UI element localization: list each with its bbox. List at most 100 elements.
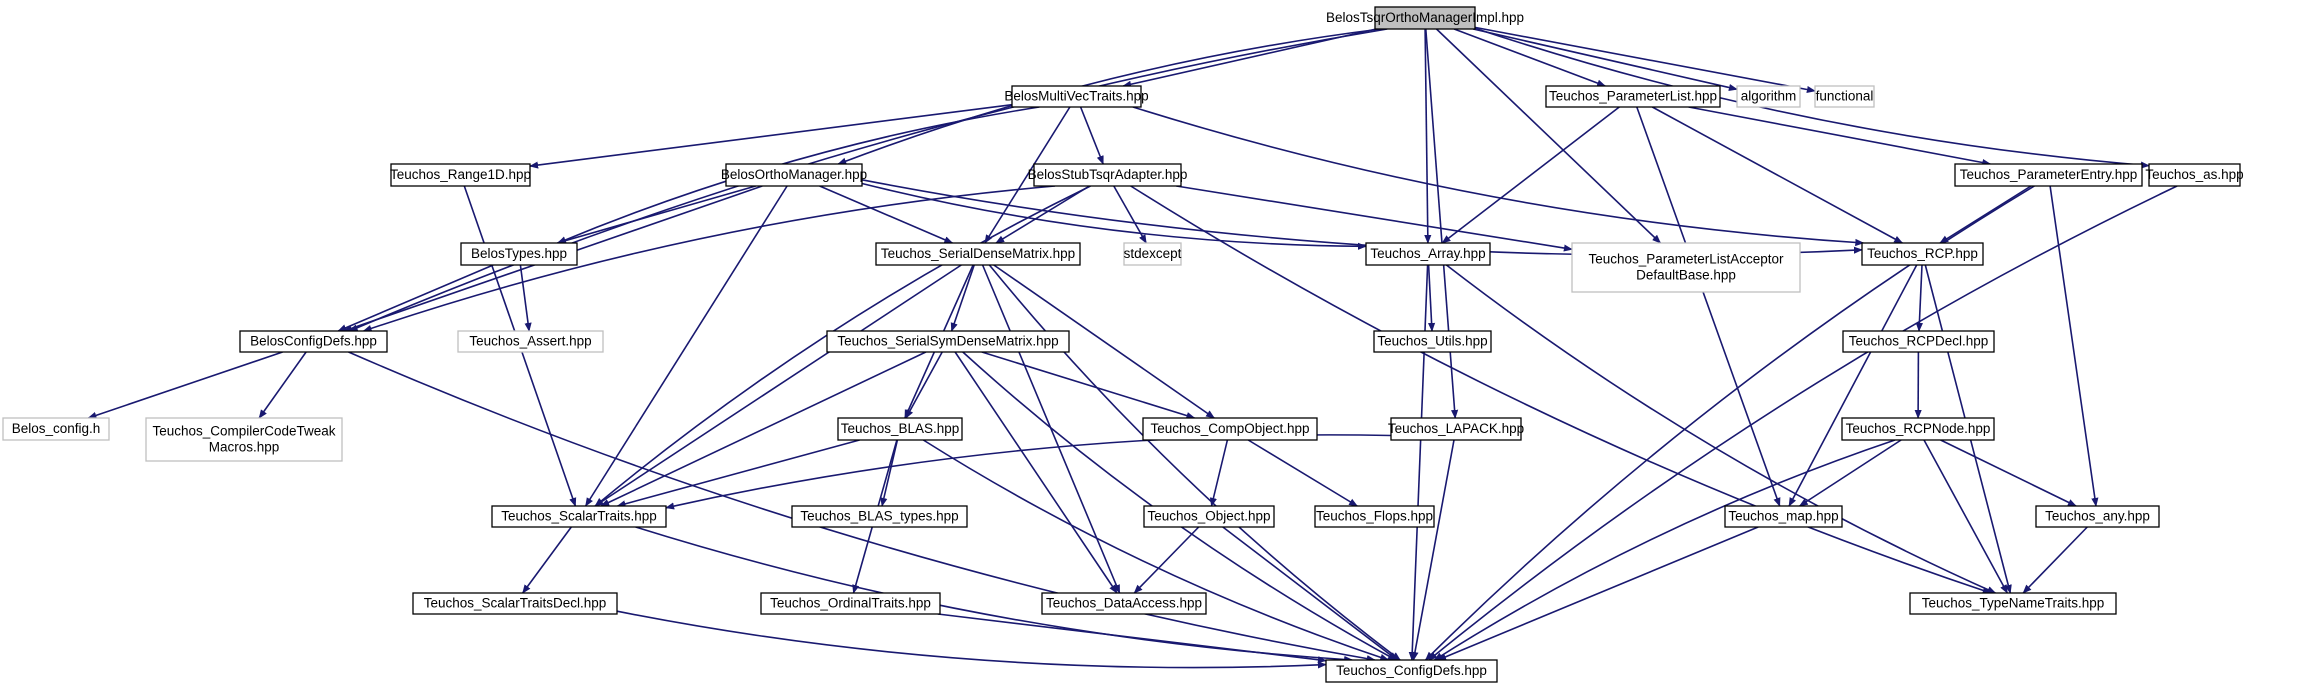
- node-box-flops: [1314, 505, 1435, 528]
- node-mvtraits[interactable]: BelosMultiVecTraits.hpp: [1004, 85, 1149, 108]
- node-utils[interactable]: Teuchos_Utils.hpp: [1373, 330, 1492, 353]
- node-box-ssdm: [826, 330, 1070, 353]
- node-box-configdefs: [239, 330, 388, 353]
- edge-rcpnode-to-map: [1798, 439, 1902, 507]
- node-compobj[interactable]: Teuchos_CompObject.hpp: [1142, 417, 1318, 441]
- node-rcp[interactable]: Teuchos_RCP.hpp: [1861, 242, 1984, 266]
- node-blas[interactable]: Teuchos_BLAS.hpp: [837, 417, 963, 441]
- node-configdefs[interactable]: BelosConfigDefs.hpp: [239, 330, 388, 353]
- node-any[interactable]: Teuchos_any.hpp: [2035, 505, 2160, 528]
- node-scalartraits[interactable]: Teuchos_ScalarTraits.hpp: [491, 505, 667, 528]
- node-label-rcp: Teuchos_RCP.hpp: [1867, 246, 1978, 261]
- node-box-cctweak: [145, 417, 343, 462]
- node-sdm[interactable]: Teuchos_SerialDenseMatrix.hpp: [875, 242, 1081, 266]
- node-label-range1d: Teuchos_Range1D.hpp: [390, 167, 531, 182]
- node-box-pentry: [1954, 163, 2143, 187]
- node-array[interactable]: Teuchos_Array.hpp: [1365, 242, 1491, 266]
- node-stdecl[interactable]: Teuchos_ScalarTraitsDecl.hpp: [412, 592, 618, 615]
- edge-rcp-to-rcpdecl: [1915, 264, 1923, 332]
- edge-compobj-to-object: [1209, 439, 1229, 507]
- edge-plist-to-map: [1636, 106, 1781, 507]
- node-range1d[interactable]: Teuchos_Range1D.hpp: [390, 163, 531, 187]
- edge-orthomgr-to-types: [556, 185, 756, 245]
- node-label-functional: functional: [1816, 89, 1874, 104]
- node-orthomgr[interactable]: BelosOrthoManager.hpp: [721, 163, 867, 187]
- node-rcpnode[interactable]: Teuchos_RCPNode.hpp: [1841, 417, 1995, 441]
- node-pentry[interactable]: Teuchos_ParameterEntry.hpp: [1954, 163, 2143, 187]
- node-lapack[interactable]: Teuchos_LAPACK.hpp: [1388, 417, 1524, 441]
- edge-rcpnode-to-tconfigdefs: [1433, 439, 1896, 661]
- edge-root-to-plist: [1453, 28, 1607, 87]
- node-label-rcpnode: Teuchos_RCPNode.hpp: [1846, 421, 1991, 436]
- node-map[interactable]: Teuchos_map.hpp: [1724, 505, 1843, 528]
- edge-sdm-to-tconfigdefs: [988, 264, 1401, 661]
- edge-array-to-typename: [1445, 264, 1997, 594]
- node-ssdm[interactable]: Teuchos_SerialSymDenseMatrix.hpp: [826, 330, 1070, 353]
- node-tconfigdefs[interactable]: Teuchos_ConfigDefs.hpp: [1325, 659, 1498, 683]
- node-box-algorithm: [1736, 85, 1801, 108]
- edge-plist-to-array: [1441, 106, 1620, 244]
- node-box-rcp: [1861, 242, 1984, 266]
- node-stubtsqr[interactable]: BelosStubTsqrAdapter.hpp: [1028, 163, 1188, 187]
- edge-lapack-to-scalartraits: [665, 434, 1392, 510]
- node-box-rcpnode: [1841, 417, 1995, 441]
- node-object[interactable]: Teuchos_Object.hpp: [1143, 505, 1275, 528]
- node-label-stdecl: Teuchos_ScalarTraitsDecl.hpp: [424, 596, 607, 611]
- node-label-blas: Teuchos_BLAS.hpp: [841, 421, 960, 436]
- node-ordinal[interactable]: Teuchos_OrdinalTraits.hpp: [760, 592, 941, 615]
- node-label-assert: Teuchos_Assert.hpp: [469, 334, 591, 349]
- node-plist[interactable]: Teuchos_ParameterList.hpp: [1545, 85, 1721, 108]
- edge-sdm-to-compobj: [993, 264, 1215, 419]
- edge-rcpnode-to-typename: [1923, 439, 2009, 594]
- node-typename[interactable]: Teuchos_TypeNameTraits.hpp: [1909, 592, 2117, 615]
- node-box-sdm: [875, 242, 1081, 266]
- edge-mvtraits-to-sdm: [984, 106, 1071, 244]
- node-label-stdexcept: stdexcept: [1124, 246, 1182, 261]
- edge-object-to-tconfigdefs: [1222, 526, 1398, 661]
- edge-root-to-algorithm: [1472, 28, 1738, 92]
- edge-blas-to-tconfigdefs: [922, 439, 1390, 661]
- node-functional: functional: [1814, 85, 1875, 108]
- node-root[interactable]: BelosTsqrOrthoManagerImpl.hpp: [1326, 6, 1524, 30]
- node-label-any: Teuchos_any.hpp: [2045, 509, 2150, 524]
- node-box-functional: [1814, 85, 1875, 108]
- node-label-typename: Teuchos_TypeNameTraits.hpp: [1922, 596, 2105, 611]
- node-box-root: [1374, 6, 1476, 30]
- edge-compobj-to-flops: [1247, 439, 1358, 507]
- edge-stubtsqr-to-typename: [1130, 185, 1992, 594]
- node-label-ssdm: Teuchos_SerialSymDenseMatrix.hpp: [837, 334, 1058, 349]
- node-label-placcept: DefaultBase.hpp: [1636, 268, 1736, 283]
- edge-configdefs-to-belosconfig: [87, 351, 283, 419]
- node-box-placcept: [1571, 242, 1801, 293]
- node-box-mvtraits: [1011, 85, 1142, 108]
- node-label-rcpdecl: Teuchos_RCPDecl.hpp: [1849, 334, 1989, 349]
- edge-scalartraits-to-tconfigdefs: [635, 526, 1354, 664]
- node-label-flops: Teuchos_Flops.hpp: [1316, 509, 1433, 524]
- node-label-cctweak: Teuchos_CompilerCodeTweak: [152, 424, 335, 439]
- node-rcpdecl[interactable]: Teuchos_RCPDecl.hpp: [1842, 330, 1995, 353]
- edge-stubtsqr-to-placcept: [1176, 185, 1573, 252]
- node-box-stubtsqr: [1033, 163, 1182, 187]
- node-flops[interactable]: Teuchos_Flops.hpp: [1314, 505, 1435, 528]
- node-label-configdefs: BelosConfigDefs.hpp: [250, 334, 377, 349]
- node-blastypes[interactable]: Teuchos_BLAS_types.hpp: [791, 505, 968, 528]
- node-types[interactable]: BelosTypes.hpp: [460, 242, 578, 266]
- edge-rcpnode-to-any: [1940, 439, 2077, 507]
- node-dataaccess[interactable]: Teuchos_DataAccess.hpp: [1041, 592, 1207, 615]
- edge-lapack-to-tconfigdefs: [1411, 439, 1455, 661]
- edge-array-to-utils: [1427, 264, 1436, 332]
- edge-types-to-assert: [519, 264, 532, 332]
- edge-pentry-to-rcp: [1939, 185, 2032, 244]
- node-label-compobj: Teuchos_CompObject.hpp: [1150, 421, 1309, 436]
- edge-orthomgr-to-sdm: [819, 185, 954, 244]
- node-algorithm: algorithm: [1736, 85, 1801, 108]
- node-label-sdm: Teuchos_SerialDenseMatrix.hpp: [881, 246, 1075, 261]
- edge-blas-to-scalartraits: [616, 439, 860, 508]
- node-label-root: BelosTsqrOrthoManagerImpl.hpp: [1326, 10, 1524, 25]
- edge-configdefs-to-tconfigdefs: [348, 351, 1376, 663]
- node-as[interactable]: Teuchos_as.hpp: [2145, 163, 2244, 187]
- node-label-array: Teuchos_Array.hpp: [1370, 246, 1485, 261]
- node-assert: Teuchos_Assert.hpp: [457, 330, 604, 353]
- node-label-object: Teuchos_Object.hpp: [1147, 509, 1270, 524]
